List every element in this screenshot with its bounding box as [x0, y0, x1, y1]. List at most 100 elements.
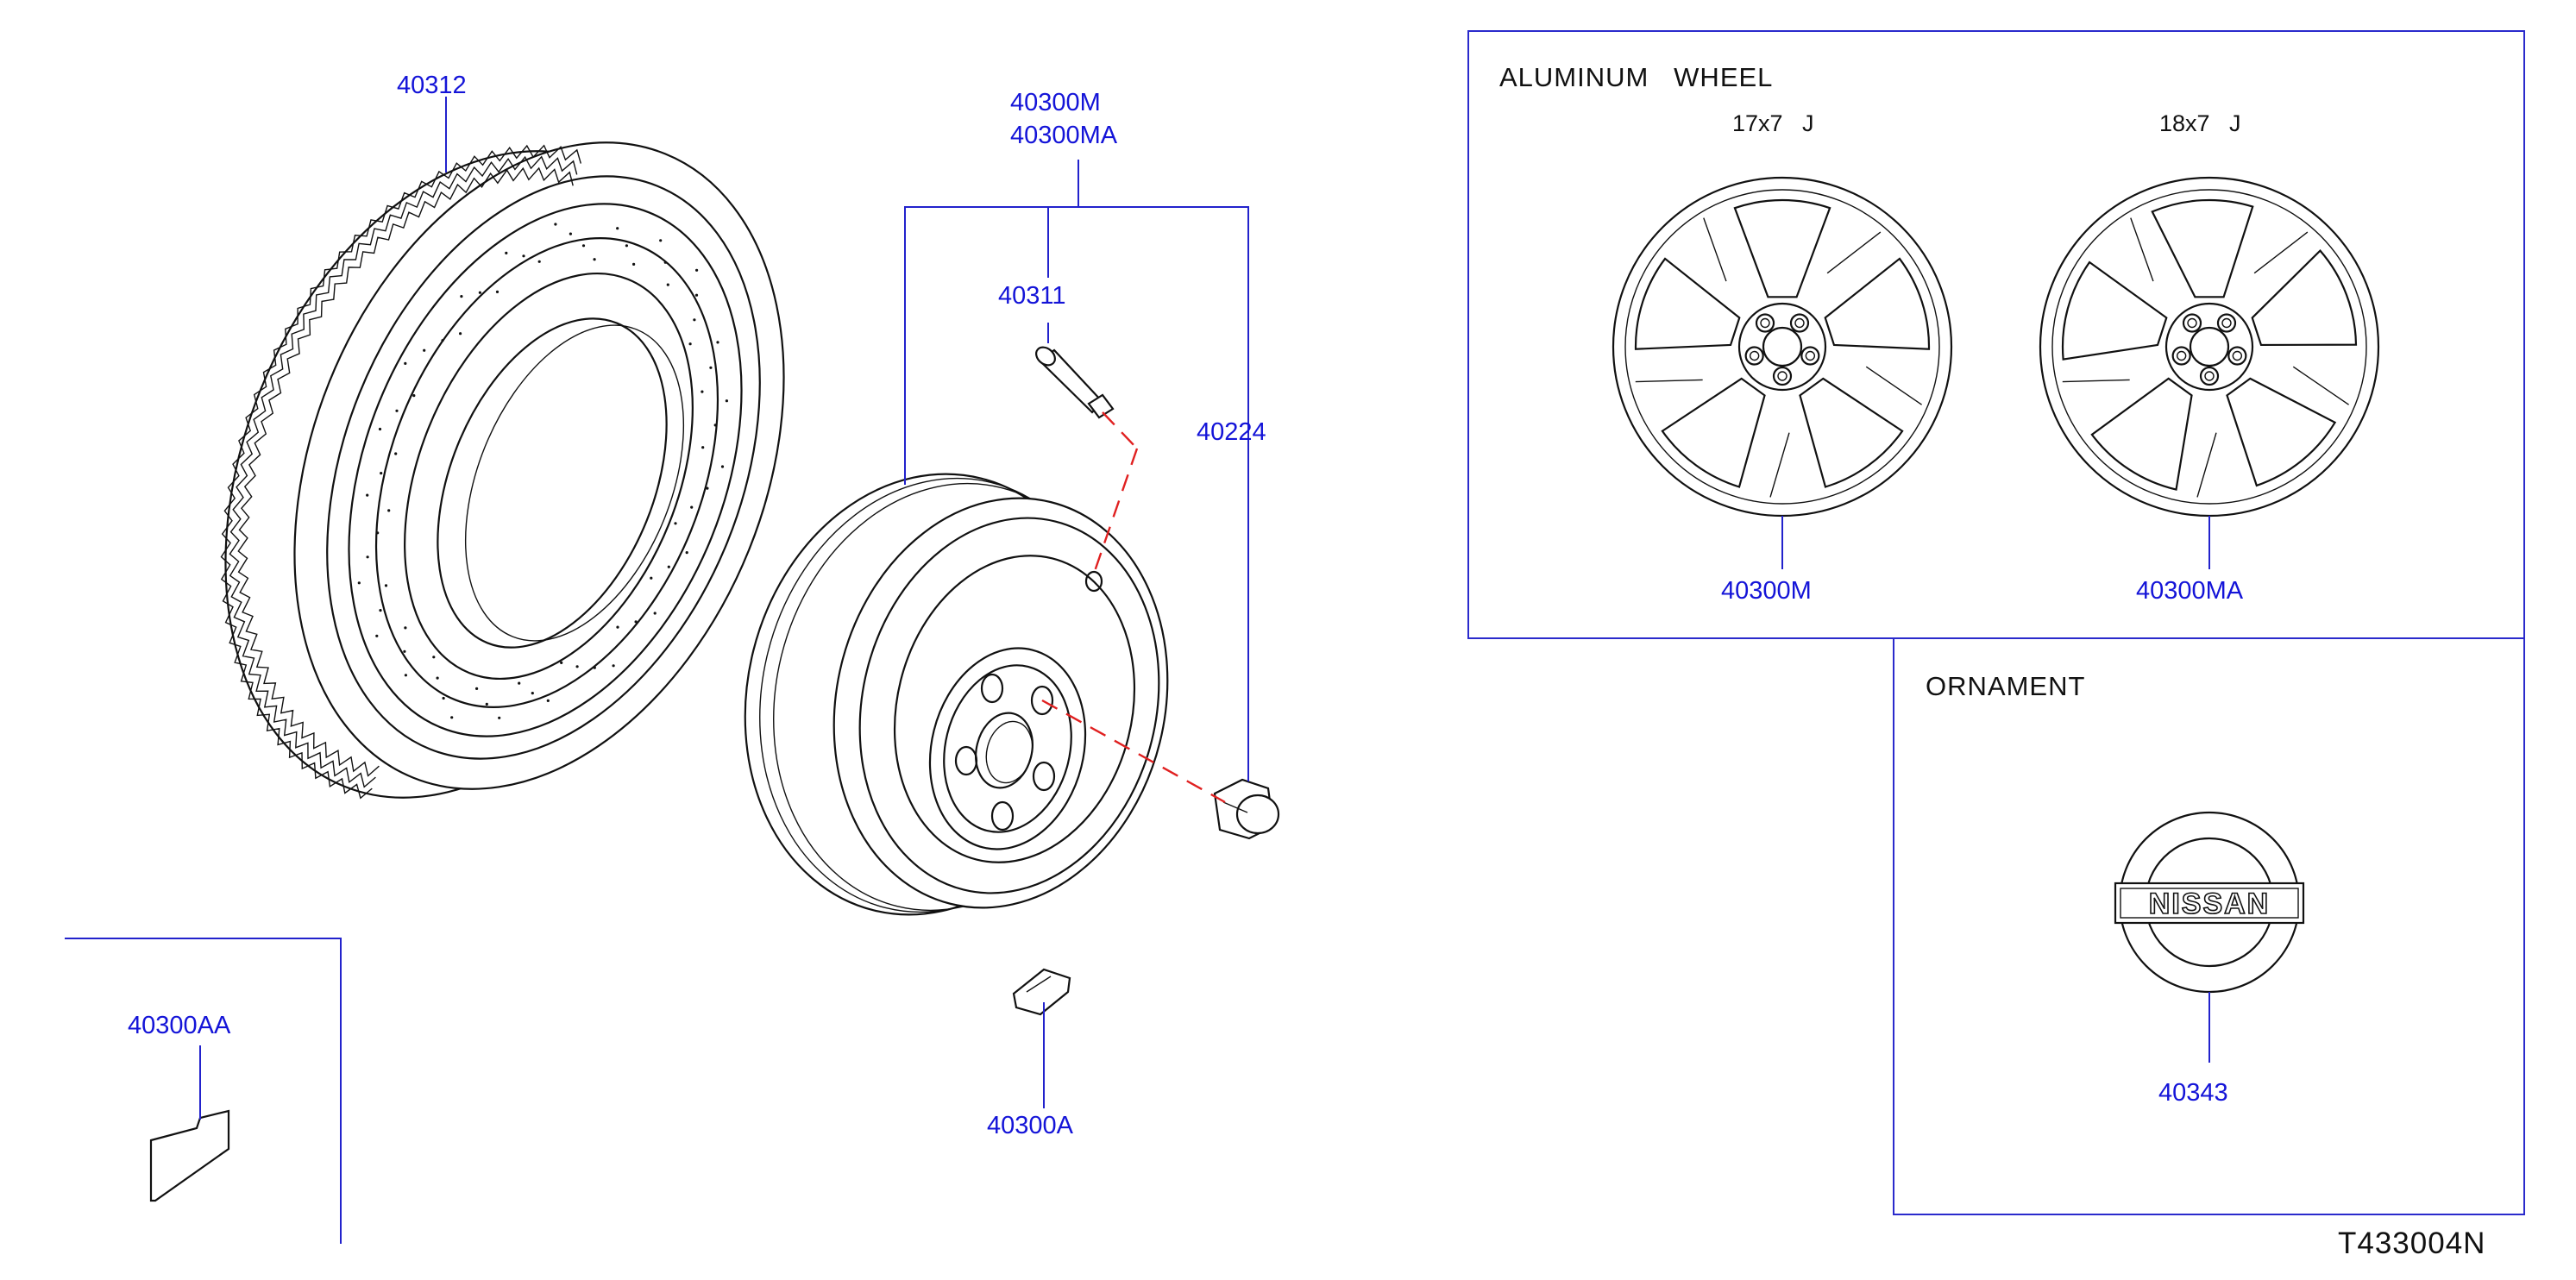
tire-dot	[659, 239, 663, 242]
tire-dot	[593, 666, 596, 669]
tire-dot	[475, 687, 479, 691]
wheel-lug-inner	[2187, 317, 2197, 329]
ornament-label: 40343	[2158, 1079, 2228, 1107]
wheel-18-size: 18x7 J	[2159, 110, 2241, 136]
label-balance-weight: 40300A	[987, 1112, 1074, 1139]
wheel-window	[2090, 377, 2193, 491]
tire-dot	[376, 531, 380, 535]
aluminum-wheel-panel: ALUMINUM WHEEL 17x7 J 18x7 J 40300M 4030…	[1467, 30, 2525, 639]
wheel-17-size: 17x7 J	[1732, 110, 1814, 136]
wheel-spoke-edge	[1635, 379, 1703, 383]
tire-dot	[720, 465, 725, 468]
tire-dot	[693, 318, 696, 322]
wheel-spoke-edge	[1865, 366, 1922, 405]
wheel-window	[1634, 257, 1741, 350]
tire-dot	[653, 612, 657, 615]
tire-dot	[436, 676, 439, 680]
label-balance-weight-adhesive: 40300AA	[128, 1012, 231, 1039]
steel-wheel-drawing	[744, 473, 1169, 916]
wheel-spoke-edge	[2196, 432, 2217, 498]
tire-dot	[412, 394, 416, 398]
wheel-17-drawing	[1612, 176, 1953, 518]
tire-dot	[518, 681, 521, 685]
tire-dot	[666, 283, 669, 286]
wheel-lug-inner	[1749, 350, 1760, 361]
nissan-logo-text: NISSAN	[2149, 888, 2270, 920]
wheel-window	[1733, 198, 1831, 298]
wheel-spoke-edge	[1769, 432, 1790, 498]
balance-weight-drawing	[1012, 968, 1071, 1016]
tire-dot	[701, 446, 705, 449]
label-valve: 40311	[998, 282, 1066, 310]
ornament-title: ORNAMENT	[1926, 671, 2085, 701]
wheel-lug-inner	[2176, 350, 2187, 361]
tire-dot	[650, 576, 653, 580]
label-nut: 40224	[1197, 418, 1266, 446]
wheel-lug	[1800, 346, 1820, 366]
tire-dot	[716, 341, 719, 344]
tire-dot	[404, 361, 407, 365]
ornament-panel: ORNAMENT NISSAN 40343	[1893, 638, 2525, 1215]
tire-dot	[432, 656, 436, 659]
wheel-lug	[2171, 346, 2191, 366]
tire-drawing	[220, 141, 785, 800]
wheel-lug	[1755, 313, 1775, 333]
tire-dot	[498, 716, 501, 719]
tire-dot	[546, 699, 550, 703]
valve-drawing	[1035, 346, 1115, 419]
wheel-lug-inner	[2204, 371, 2215, 381]
tire-dot	[625, 244, 629, 248]
label-tire: 40312	[397, 72, 467, 99]
wheel-lug	[2199, 366, 2220, 386]
balance-weight-adhesive-drawing	[149, 1109, 230, 1202]
tire-dot	[581, 244, 586, 248]
tire-dot	[395, 409, 399, 412]
aluminum-wheel-title: ALUMINUM WHEEL	[1499, 62, 1773, 92]
tire-dot	[403, 649, 406, 653]
tire-dot	[725, 399, 729, 403]
wheel-window	[1799, 377, 1904, 488]
tire-dot	[634, 620, 638, 624]
tire-dot	[663, 260, 667, 264]
wheel-spoke-edge	[2253, 231, 2309, 274]
wheel-lug-inner	[1805, 350, 1816, 361]
wheel-window	[2151, 198, 2254, 298]
wheel-lug	[2216, 313, 2237, 333]
tire-dot	[394, 452, 398, 455]
tire-dot	[554, 223, 557, 226]
wheel-window	[1661, 377, 1766, 488]
wheel-lug-inner	[1777, 371, 1787, 381]
wheel-window	[2251, 249, 2358, 347]
tire-dot	[616, 625, 619, 629]
wheel-lug	[2182, 313, 2202, 333]
tire-dot	[569, 232, 573, 235]
wheel-lug	[2227, 346, 2247, 366]
tire-dot	[357, 581, 361, 585]
tire-dot	[450, 716, 454, 719]
wheel-lug-inner	[2221, 317, 2232, 329]
tire-dot	[366, 493, 369, 497]
tire-dot	[460, 295, 463, 298]
tire-dot	[380, 472, 383, 475]
label-wheel-line1: 40300M	[1010, 89, 1101, 116]
tire-dot	[378, 427, 382, 431]
tire-dot	[478, 291, 482, 294]
tire-dot	[694, 293, 699, 297]
wheel-spoke-edge	[2130, 217, 2154, 282]
tire-dot	[423, 348, 426, 352]
tire-dot	[404, 626, 407, 630]
tire-dot	[495, 290, 499, 293]
label-wheel-line2: 40300MA	[1010, 122, 1118, 149]
tire-dot	[522, 254, 525, 258]
wheel-window	[2226, 377, 2337, 487]
tire-dot	[375, 634, 379, 637]
wheel-window	[2061, 260, 2168, 361]
wheel-17-label: 40300M	[1721, 577, 1812, 605]
wheel-lug	[1789, 313, 1810, 333]
tire-dot	[575, 665, 579, 668]
wheel-lug-inner	[2232, 350, 2243, 361]
tire-dot	[379, 609, 382, 612]
tire-dot	[531, 692, 534, 695]
wheel-18-label: 40300MA	[2136, 577, 2244, 605]
